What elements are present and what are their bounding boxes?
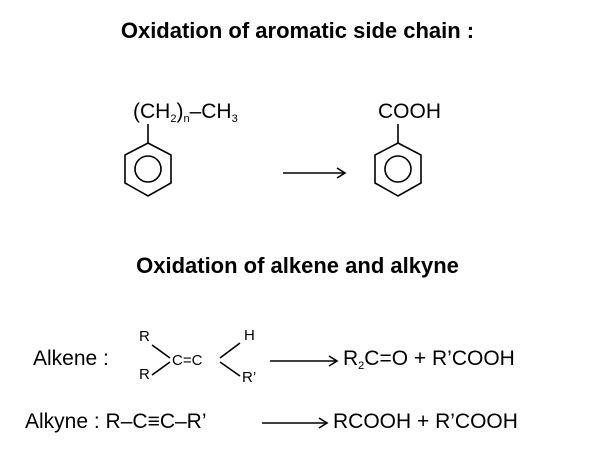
section-title-alkene-alkyne: Oxidation of alkene and alkyne bbox=[136, 253, 459, 278]
side-chain-sub-n: n bbox=[183, 113, 190, 125]
side-chain-sub-2: 2 bbox=[170, 113, 177, 125]
alkene-label: Alkene : bbox=[33, 347, 109, 370]
alkyne-products: RCOOH + R’COOH bbox=[333, 410, 518, 433]
alkene-bond-r-prime bbox=[219, 361, 241, 377]
alkene-center-cc: C=C bbox=[172, 352, 203, 369]
reaction-arrow-head bbox=[336, 167, 347, 179]
alkyne-triple-bond: ≡ bbox=[147, 410, 160, 433]
section-title-aromatic: Oxidation of aromatic side chain : bbox=[120, 18, 475, 43]
alkene-bond-r-bottom bbox=[151, 361, 171, 376]
alkene-r-prime: R’ bbox=[242, 369, 257, 386]
alkene-product-sub: 2 bbox=[358, 360, 365, 372]
product-aromatic-circle bbox=[384, 155, 412, 183]
alkene-bond-h bbox=[219, 342, 241, 359]
product-cooh-label: COOH bbox=[378, 100, 441, 123]
reactant-hexagon bbox=[124, 142, 172, 197]
alkyne-reactant-b: C–R’ bbox=[159, 410, 207, 433]
alkyne-label: Alkyne : bbox=[25, 410, 100, 433]
side-chain-mid: ) bbox=[176, 100, 184, 123]
alkene-arrow-head bbox=[328, 355, 339, 367]
alkene-r-top: R bbox=[139, 328, 150, 345]
side-chain-sub-3: 3 bbox=[231, 113, 238, 125]
product-hexagon bbox=[374, 142, 422, 197]
side-chain-prefix: (CH bbox=[133, 100, 171, 123]
alkene-product-r: R bbox=[343, 347, 359, 370]
side-chain-formula: (CH2)n–CH3 bbox=[133, 100, 238, 125]
alkene-r-bottom: R bbox=[139, 366, 150, 383]
alkyne-reaction-left: Alkyne : R–C≡C–R’ bbox=[25, 410, 207, 434]
alkyne-reactant-a: R–C bbox=[105, 410, 148, 433]
alkene-bond-r-top bbox=[151, 344, 171, 359]
alkyne-arrow-head bbox=[318, 417, 329, 429]
side-chain-suffix: –CH bbox=[189, 100, 232, 123]
reactant-aromatic-circle bbox=[134, 155, 162, 183]
alkene-h: H bbox=[244, 327, 255, 344]
alkene-product-rest: C=O + R’COOH bbox=[364, 347, 515, 370]
alkene-products: R2C=O + R’COOH bbox=[343, 347, 515, 372]
